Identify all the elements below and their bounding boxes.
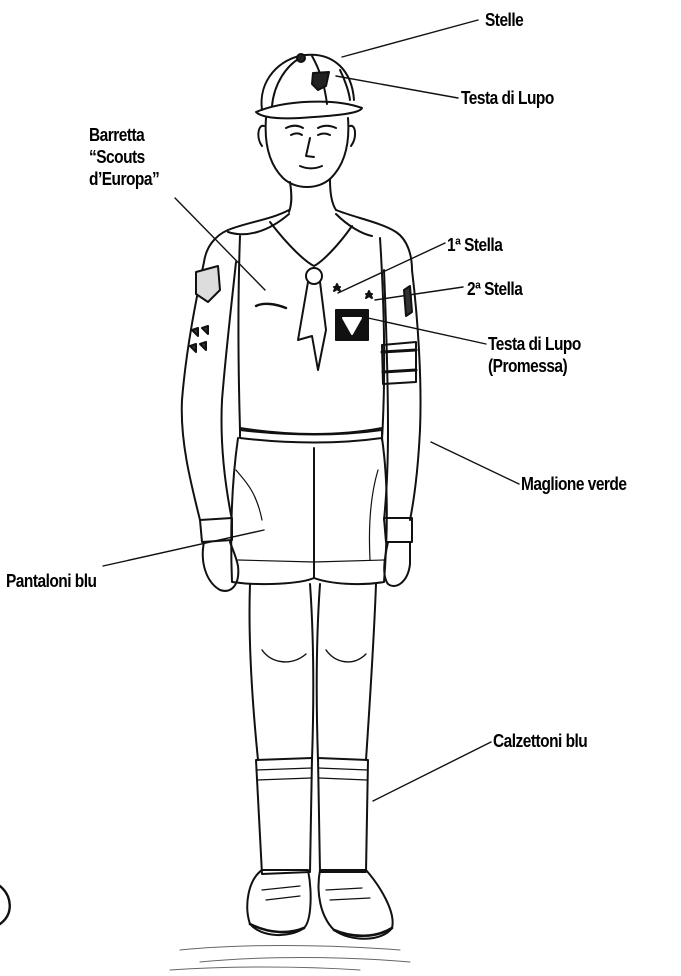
leader-maglione <box>431 442 519 484</box>
label-barretta-line3: d’Europa” <box>89 168 159 190</box>
leader-lines <box>103 20 519 801</box>
label-testa-promessa: Testa di Lupo (Promessa) <box>488 333 581 377</box>
label-barretta-line1: Barretta <box>89 124 159 146</box>
label-calzettoni-blu: Calzettoni blu <box>493 730 587 752</box>
label-testa-promessa-line2: (Promessa) <box>488 355 581 377</box>
edge-mark <box>0 886 10 924</box>
head <box>258 118 355 212</box>
label-testa-di-lupo: Testa di Lupo <box>461 87 554 109</box>
ground-shadow <box>170 946 410 971</box>
leader-prima-stella <box>338 243 445 293</box>
label-maglione-verde: Maglione verde <box>521 473 626 495</box>
shorts <box>231 438 387 584</box>
leader-stelle <box>342 20 478 57</box>
sweater <box>182 210 421 542</box>
label-testa-promessa-line1: Testa di Lupo <box>488 333 581 355</box>
label-stelle: Stelle <box>485 9 523 31</box>
star-2 <box>366 291 372 298</box>
neckerchief <box>270 222 352 370</box>
barretta-badge <box>256 304 286 308</box>
shoes <box>247 870 392 939</box>
label-prima-stella: 1ª Stella <box>447 234 502 256</box>
label-barretta: Barretta “Scouts d’Europa” <box>89 124 159 190</box>
leader-barretta <box>175 198 265 290</box>
label-pantaloni-blu: Pantaloni blu <box>6 570 96 592</box>
cap <box>256 54 362 118</box>
leader-calzettoni <box>373 742 491 801</box>
label-barretta-line2: “Scouts <box>89 146 159 168</box>
star-1 <box>334 284 340 291</box>
sleeve-badge <box>196 266 220 302</box>
label-seconda-stella: 2ª Stella <box>467 278 522 300</box>
legs <box>249 584 376 760</box>
chest-badges <box>256 284 372 340</box>
cap-wolf-badge <box>312 72 329 90</box>
socks <box>256 758 368 874</box>
leader-seconda-stella <box>375 287 463 300</box>
